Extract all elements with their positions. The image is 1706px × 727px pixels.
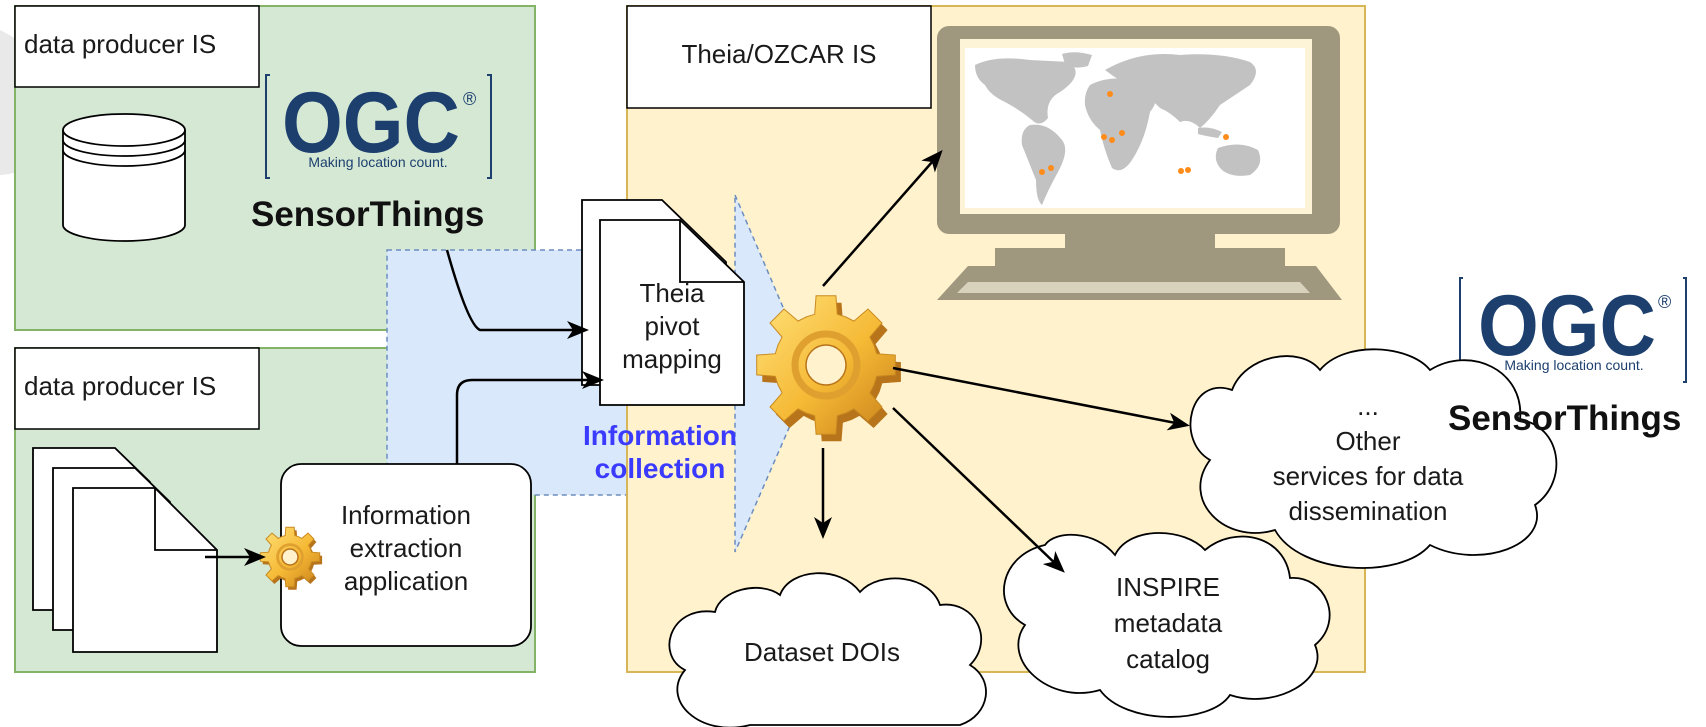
text-line: application — [344, 566, 468, 596]
ogc-tagline: Making location count. — [308, 154, 447, 170]
producer-top-label: data producer IS — [24, 29, 216, 59]
cloud-dois-label: Dataset DOIs — [744, 637, 900, 667]
sensorthings-label-top: SensorThings — [251, 195, 484, 234]
ogc-tagline: Making location count. — [1504, 357, 1643, 373]
text-line: extraction — [350, 533, 463, 563]
text-line: Dataset DOIs — [744, 637, 900, 667]
ogc-letters: OGC — [1478, 278, 1656, 374]
text-line: pivot — [645, 311, 701, 341]
map-markers — [1039, 91, 1229, 175]
connectors — [205, 149, 1190, 573]
theia-label: Theia/OZCAR IS — [681, 39, 876, 69]
ogc-logo-top: OGC ® Making location count. — [265, 74, 492, 179]
pivot-mapping-doc — [581, 199, 745, 406]
text-line: Theia — [639, 278, 705, 308]
arrow-extraction-to-pivot — [455, 371, 604, 464]
world-map-icon — [975, 52, 1261, 205]
arrow-sensorthings-to-pivot — [445, 249, 589, 339]
arrow-gear-to-portal — [822, 149, 943, 287]
cloud-dataset-dois — [668, 572, 987, 727]
cloud-other-label: ... Other services for data dissemination — [1273, 391, 1464, 526]
arrow-gear-to-other — [892, 366, 1190, 431]
cloud-inspire — [1003, 532, 1331, 718]
producer-bottom-label: data producer IS — [24, 371, 216, 401]
text-line: dissemination — [1289, 496, 1448, 526]
text-line: INSPIRE — [1116, 572, 1220, 602]
gear-icon-large — [756, 295, 901, 442]
gear-icon-small — [259, 526, 323, 590]
ogc-logo-right: OGC ® Making location count. — [1459, 277, 1687, 383]
text-line: services for data — [1273, 461, 1464, 491]
text-line: ... — [1357, 391, 1379, 421]
text-line: Other — [1335, 426, 1400, 456]
text-line: Information — [583, 420, 737, 451]
arrow-gear-to-inspire — [892, 407, 1065, 573]
database-icon — [62, 113, 186, 242]
text-line: catalog — [1126, 644, 1210, 674]
text-line: metadata — [1114, 608, 1223, 638]
documents-icon — [32, 447, 218, 653]
sensorthings-label-right: SensorThings — [1448, 399, 1681, 438]
text-line: collection — [595, 453, 726, 484]
ogc-registered-mark: ® — [1658, 292, 1671, 312]
cloud-inspire-label: INSPIRE metadata catalog — [1114, 572, 1223, 674]
ogc-letters: OGC — [282, 75, 460, 171]
text-line: mapping — [622, 344, 722, 374]
cloud-other-services — [1189, 348, 1558, 569]
text-line: Information — [341, 500, 471, 530]
ogc-registered-mark: ® — [463, 89, 476, 109]
theia-label-box — [626, 5, 932, 109]
